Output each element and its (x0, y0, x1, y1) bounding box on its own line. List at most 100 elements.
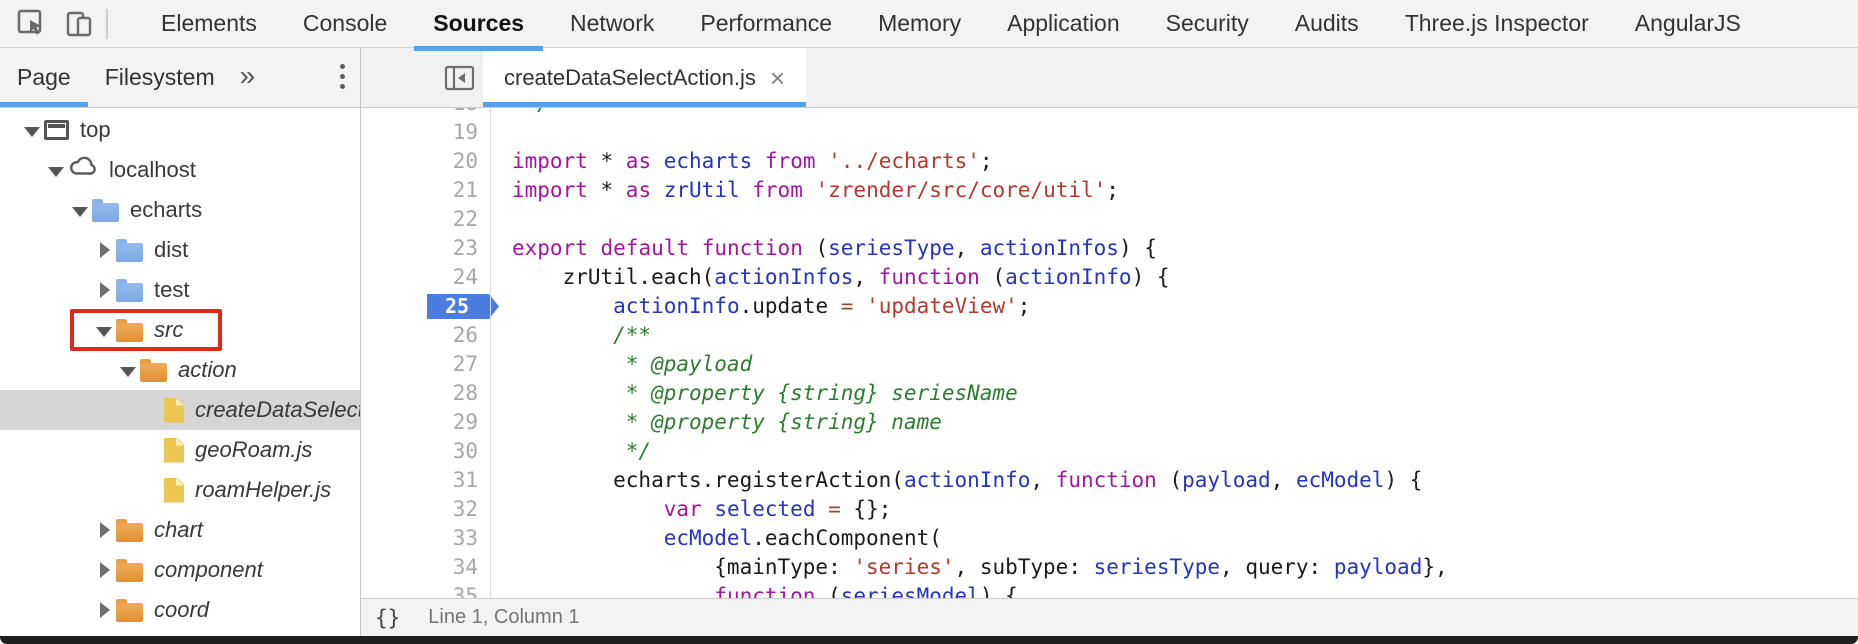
line-number[interactable]: 31 (452, 468, 478, 492)
code-token: /** (512, 323, 652, 347)
tree-item-label: createDataSelectAction.js (195, 397, 360, 422)
navigator-menu-icon[interactable] (340, 64, 346, 92)
chevron-down-icon[interactable] (94, 320, 114, 340)
tree-item-component[interactable]: component (0, 550, 360, 590)
gutter-separator (490, 108, 491, 598)
code-editor[interactable]: 18 */ 19 20 import * as echarts from '../ec… (361, 108, 1858, 598)
editor-status-bar: {} Line 1, Column 1 (361, 598, 1858, 636)
chevron-down-icon[interactable] (118, 360, 138, 380)
folder-icon (140, 358, 167, 382)
chevron-right-icon[interactable] (94, 560, 114, 580)
code-token: .update (739, 294, 841, 318)
chevron-right-icon[interactable] (94, 520, 114, 540)
navigator-tab-page[interactable]: Page (0, 48, 88, 107)
tree-item-top[interactable]: top (0, 110, 360, 150)
tree-item-src[interactable]: src (0, 309, 360, 351)
tree-item-georoam-js[interactable]: geoRoam.js (0, 430, 360, 470)
folder-icon (116, 318, 143, 342)
tab-security[interactable]: Security (1165, 10, 1249, 36)
chevron-down-icon[interactable] (70, 200, 90, 220)
tree-item-test[interactable]: test (0, 270, 360, 310)
code-token: export (512, 236, 588, 260)
line-content: /** (512, 321, 651, 350)
tree-item-localhost[interactable]: localhost (0, 150, 360, 190)
tab-performance[interactable]: Performance (700, 10, 833, 36)
tree-spacer (142, 400, 162, 420)
code-line-27: 27 * @payload (361, 350, 1858, 379)
tab-audits[interactable]: Audits (1294, 10, 1359, 36)
code-token: 'zrender/src/core/util' (815, 178, 1107, 202)
code-token: default (600, 236, 690, 260)
editor-tab-createdataselectaction[interactable]: createDataSelectAction.js × (483, 48, 807, 107)
chevron-down-icon[interactable] (46, 160, 66, 180)
tab-application[interactable]: Application (1007, 10, 1120, 36)
breakpoint-flag[interactable]: 25 (427, 294, 499, 319)
tab-memory[interactable]: Memory (878, 10, 962, 36)
tree-item-label: src (154, 317, 184, 342)
code-token: }, (1422, 555, 1448, 579)
code-token: actionInfos (714, 265, 854, 289)
tab-network[interactable]: Network (570, 10, 655, 36)
tree-item-label: chart (154, 517, 203, 542)
line-number[interactable]: 32 (452, 497, 478, 521)
code-token: */ (512, 439, 652, 463)
tree-item-roamhelper-js[interactable]: roamHelper.js (0, 470, 360, 510)
line-number[interactable]: 28 (452, 381, 478, 405)
line-number[interactable]: 30 (452, 439, 478, 463)
chevron-right-icon[interactable] (94, 240, 114, 260)
chevron-right-icon[interactable] (94, 600, 114, 620)
code-token: {}; (840, 497, 892, 521)
code-token: actionInfo (903, 468, 1031, 492)
inspect-element-icon[interactable] (10, 0, 54, 47)
code-token: = (828, 497, 841, 521)
tab-sources[interactable]: Sources (410, 0, 547, 51)
panel-divider[interactable] (360, 48, 361, 636)
code-line-26: 26 /** (361, 321, 1858, 350)
code-line-33: 33 ecModel.eachComponent( (361, 524, 1858, 553)
tree-item-echarts[interactable]: echarts (0, 190, 360, 230)
line-number[interactable]: 24 (452, 265, 478, 289)
line-number[interactable]: 22 (452, 207, 478, 231)
tree-item-label: top (80, 117, 111, 142)
line-number[interactable]: 35 (452, 584, 478, 598)
toggle-navigator-icon[interactable] (437, 48, 483, 107)
device-toolbar-icon[interactable] (58, 0, 102, 47)
line-number[interactable]: 18 (361, 108, 490, 118)
js-file-icon (164, 397, 184, 423)
line-content: import * as echarts from '../echarts'; (512, 147, 993, 176)
tab-console[interactable]: Console (302, 10, 388, 36)
code-token (512, 497, 664, 521)
js-file-icon (164, 477, 184, 503)
navigator-tab-filesystem[interactable]: Filesystem (104, 64, 215, 90)
tree-item-createdataselectaction-js[interactable]: createDataSelectAction.js (0, 390, 360, 430)
line-content: echarts.registerAction(actionInfo, funct… (512, 466, 1422, 495)
chevron-down-icon[interactable] (22, 120, 42, 140)
more-tabs-chevron-icon[interactable]: » (239, 60, 256, 91)
code-token: seriesModel (840, 584, 980, 598)
line-number[interactable]: 33 (452, 526, 478, 550)
tree-item-coord[interactable]: coord (0, 590, 360, 630)
line-number[interactable]: 23 (452, 236, 478, 260)
line-number[interactable]: 27 (452, 352, 478, 376)
line-number[interactable]: 26 (452, 323, 478, 347)
close-tab-icon[interactable]: × (769, 62, 786, 93)
tree-item-dist[interactable]: dist (0, 230, 360, 270)
tab-angularjs[interactable]: AngularJS (1634, 10, 1741, 36)
line-number[interactable]: 34 (452, 555, 478, 579)
line-number[interactable]: 29 (452, 410, 478, 434)
tree-item-chart[interactable]: chart (0, 510, 360, 550)
line-number[interactable]: 19 (452, 120, 478, 144)
tree-item-action[interactable]: action (0, 350, 360, 390)
code-lines: 18 */ 19 20 import * as echarts from '../ec… (361, 108, 1858, 598)
line-number[interactable]: 20 (452, 149, 478, 173)
pretty-print-button[interactable]: {} (375, 605, 401, 630)
code-line-18: 18 */ (361, 108, 1858, 118)
chevron-right-icon[interactable] (94, 280, 114, 300)
line-number[interactable]: 21 (452, 178, 478, 202)
tab-three-js-inspector[interactable]: Three.js Inspector (1404, 10, 1589, 36)
code-token (689, 236, 702, 260)
tree-item-label: roamHelper.js (195, 477, 332, 502)
code-token: 'updateView' (866, 294, 1018, 318)
line-number[interactable]: 25 (361, 292, 499, 321)
tab-elements[interactable]: Elements (161, 10, 257, 36)
